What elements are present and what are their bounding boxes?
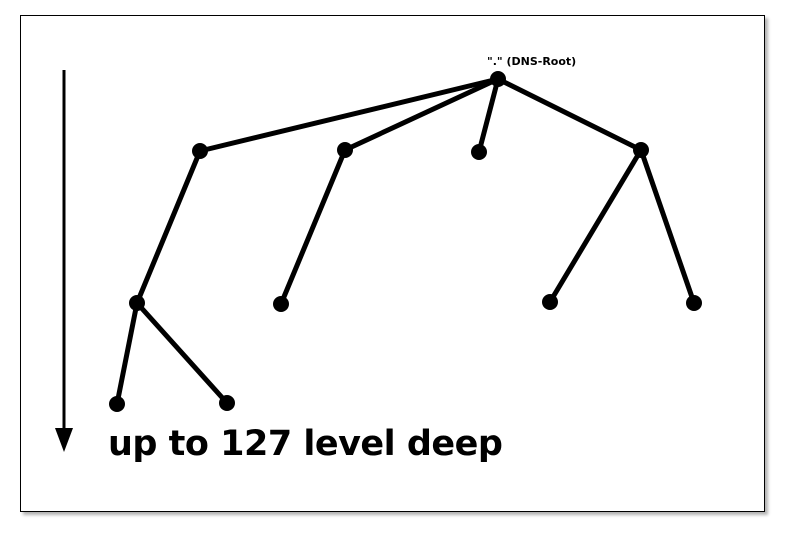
tree-edge-root-n2	[342, 76, 501, 153]
tree-edge-n1-n5	[134, 148, 203, 306]
tld-node-3	[471, 144, 487, 160]
tree-nodes-layer	[109, 71, 702, 412]
dns-root-label: "." (DNS-Root)	[487, 55, 577, 68]
tree-edge-n5-n9	[114, 300, 140, 407]
tree-edge-root-n3	[476, 76, 501, 155]
tree-edge-root-n1	[197, 76, 501, 154]
tree-edge-n5-n10	[134, 300, 230, 406]
diagram-frame	[20, 15, 765, 512]
tree-edges-layer	[114, 76, 697, 407]
tree-edge-n2-n6	[278, 147, 348, 307]
leaf-node-2	[542, 294, 558, 310]
leaf-node-3	[686, 295, 702, 311]
tree-edge-n4-n7	[547, 147, 644, 305]
tree-edge-n4-n8	[638, 147, 697, 306]
tld-node-4	[633, 142, 649, 158]
depth-arrow-layer	[55, 70, 73, 452]
tree-edge-root-n4	[495, 76, 644, 153]
dns-root-node	[490, 71, 506, 87]
depth-arrow-head	[55, 428, 73, 452]
subdomain-node-1	[129, 295, 145, 311]
tld-node-1	[192, 143, 208, 159]
leaf-node-5	[219, 395, 235, 411]
depth-caption: up to 127 level deep	[108, 424, 503, 464]
leaf-node-4	[109, 396, 125, 412]
leaf-node-1	[273, 296, 289, 312]
tld-node-2	[337, 142, 353, 158]
